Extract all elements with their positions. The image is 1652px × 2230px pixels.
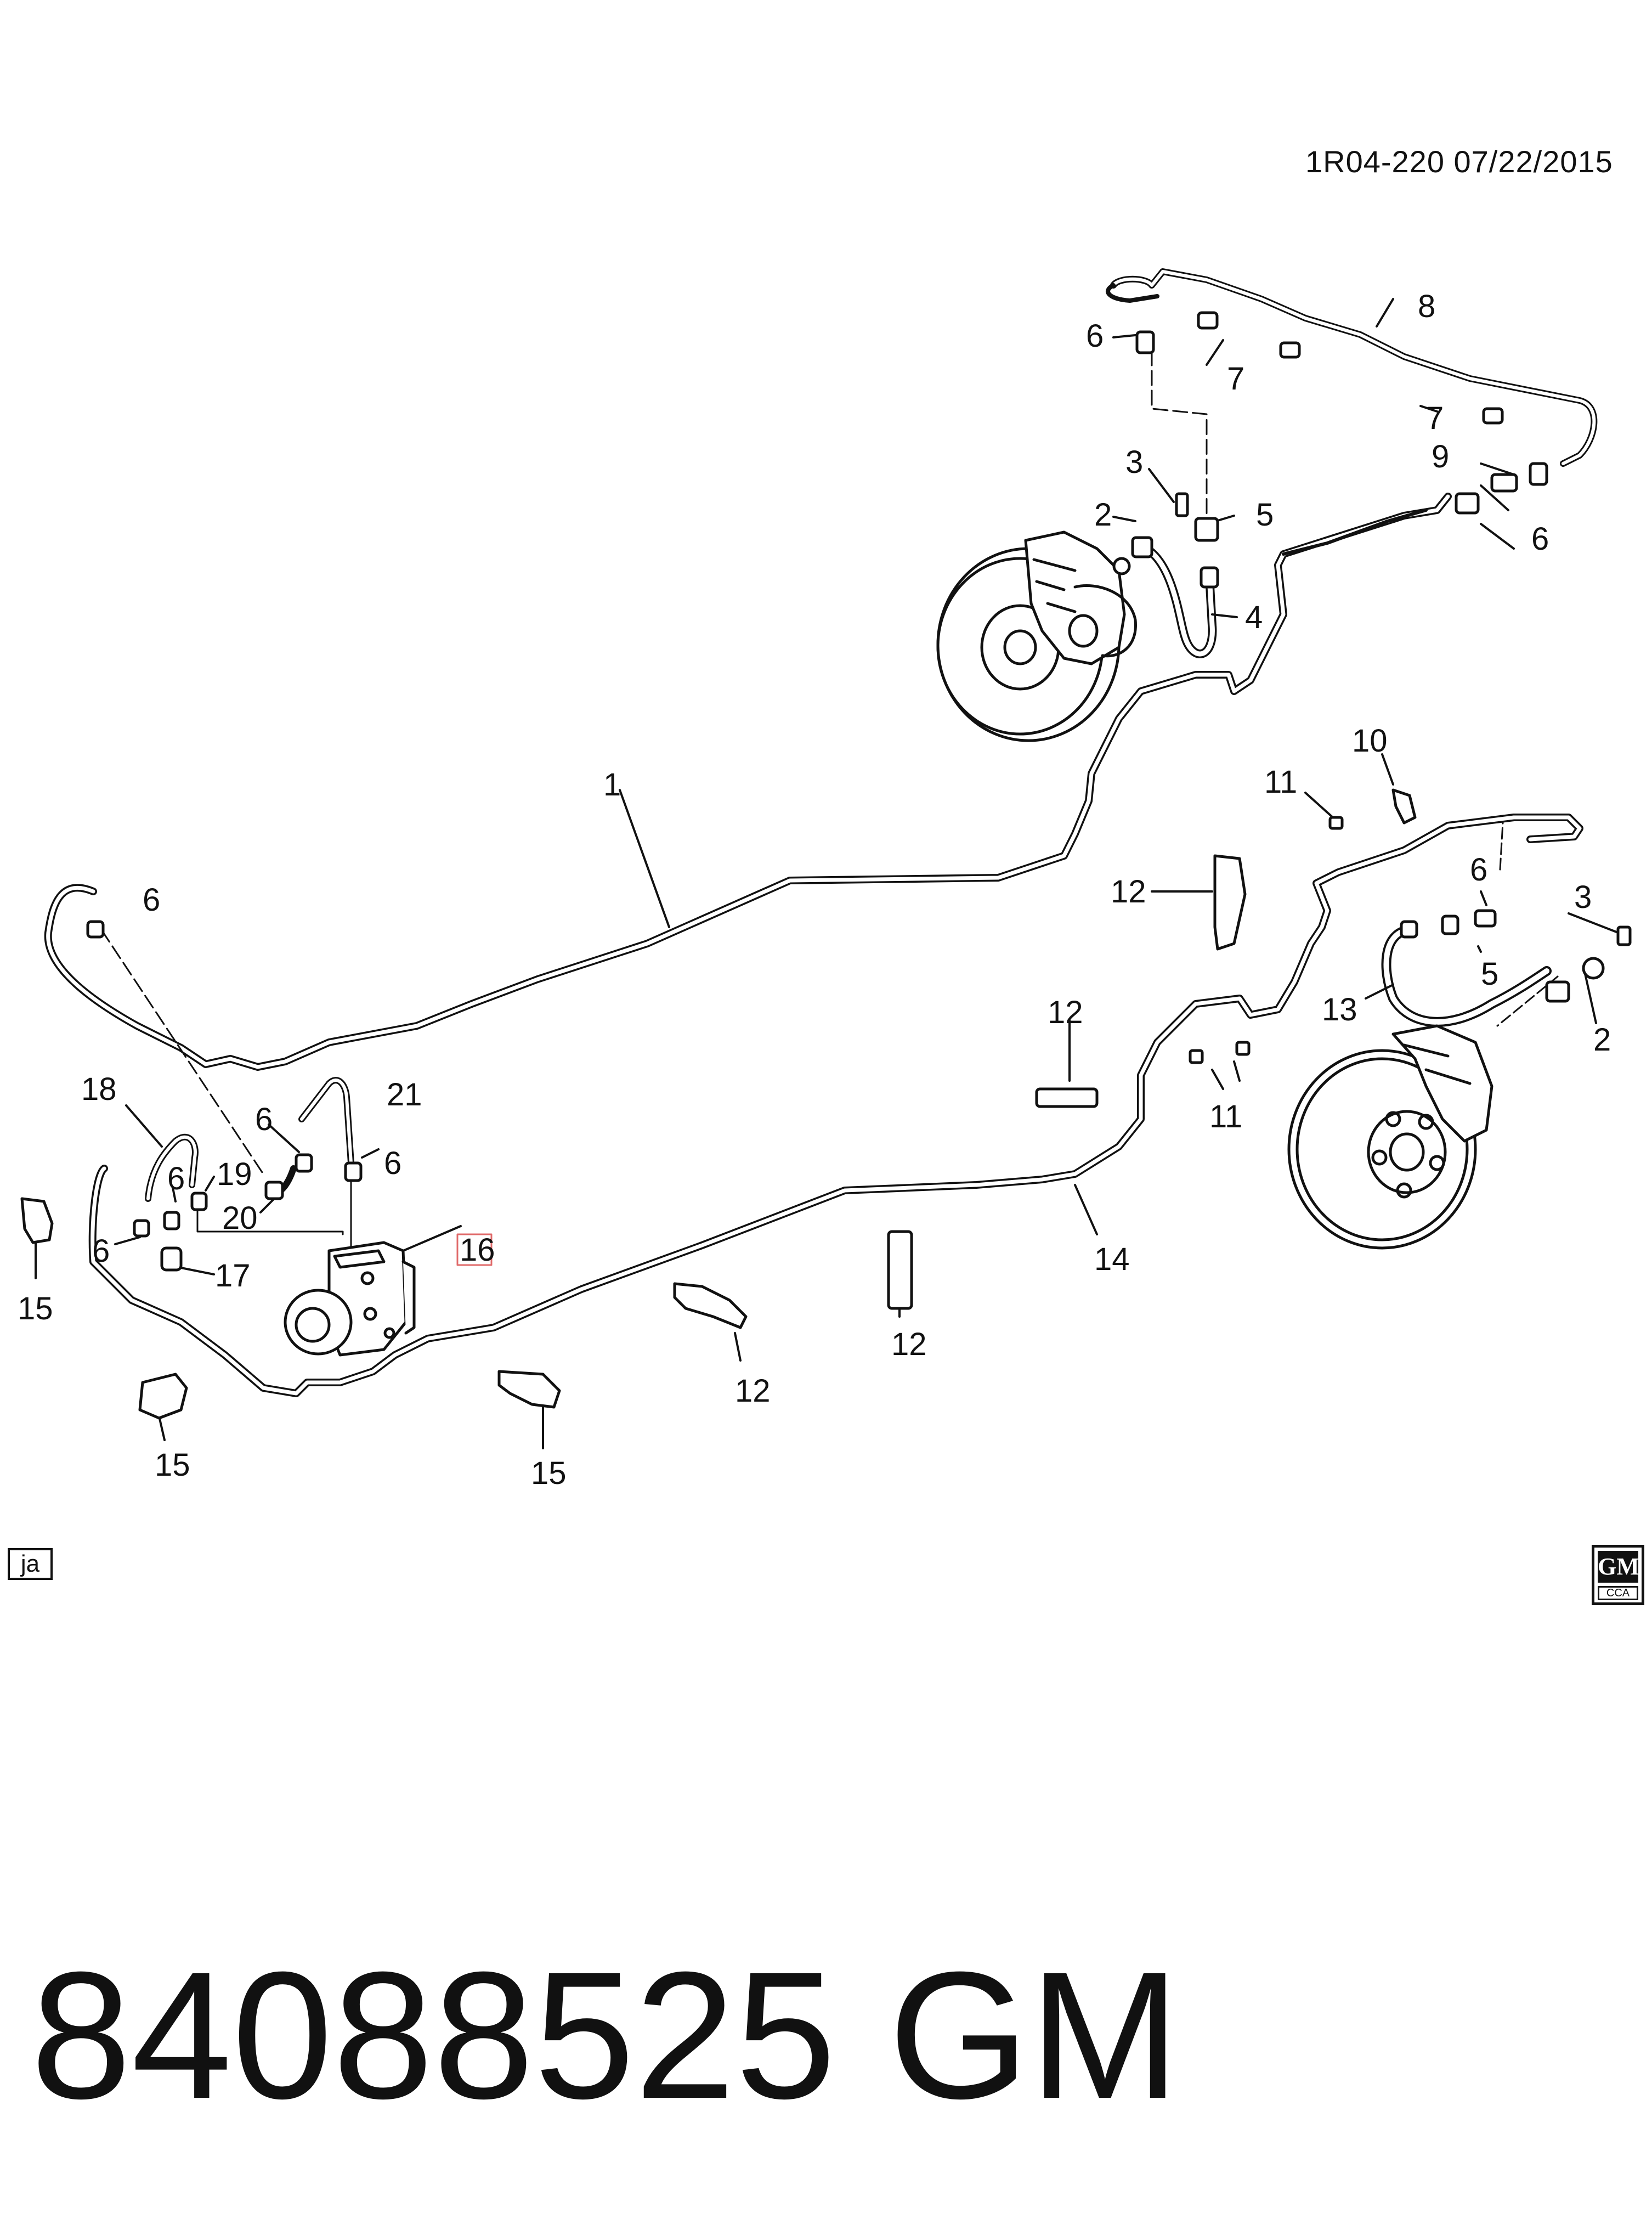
brake-pipe-rear-main: [44, 493, 1452, 1071]
front-brake-assembly: [1287, 1024, 1493, 1250]
callout-11: 11: [1264, 764, 1297, 800]
callout-12: 12: [1048, 995, 1083, 1030]
brake-pipe-21: [298, 1077, 354, 1166]
callout-20: 20: [222, 1200, 258, 1236]
callout-19: 19: [217, 1156, 252, 1192]
callout-8: 8: [1418, 289, 1435, 324]
callout-6: 6: [143, 882, 160, 918]
gm-logo-subtext: CCA: [1598, 1586, 1638, 1600]
callouts: 1 8 6 7 7 9 6 3 2 5 4 10 11 12 6 3 5 13 …: [18, 289, 1611, 1491]
callout-15: 15: [18, 1291, 53, 1326]
callout-12: 12: [1111, 874, 1146, 910]
fittings: [20, 311, 1632, 1420]
part-number: 84088525: [31, 1934, 836, 2136]
callout-2: 2: [1094, 497, 1112, 533]
callout-21: 21: [387, 1077, 422, 1113]
callout-6: 6: [1470, 852, 1487, 888]
callout-6: 6: [167, 1161, 185, 1196]
callout-6: 6: [1531, 521, 1549, 557]
callout-12: 12: [735, 1373, 771, 1409]
callout-15: 15: [531, 1455, 567, 1491]
callout-12: 12: [891, 1326, 927, 1362]
callout-16: 16: [460, 1232, 495, 1268]
highlight-box: [456, 1233, 493, 1266]
callout-18: 18: [81, 1071, 117, 1107]
ja-label: ja: [8, 1548, 53, 1580]
brake-hose-front: [1381, 925, 1552, 1027]
brake-hose-rear: [1142, 509, 1428, 658]
document-reference: 1R04-220 07/22/2015: [1305, 144, 1613, 179]
brake-pipe-rear-crossover: [1106, 268, 1598, 467]
brake-pipe-front-main: [88, 814, 1583, 1397]
callout-10: 10: [1352, 723, 1388, 759]
callout-14: 14: [1094, 1241, 1130, 1277]
callout-3: 3: [1125, 444, 1143, 480]
callout-6: 6: [1086, 318, 1104, 354]
callout-7: 7: [1426, 400, 1444, 436]
callout-9: 9: [1432, 439, 1449, 475]
leader-lines: [35, 298, 1619, 1449]
callout-5: 5: [1481, 956, 1498, 992]
gm-logo-mark: GM: [1598, 1551, 1639, 1583]
callout-2: 2: [1593, 1022, 1611, 1058]
callout-7: 7: [1227, 361, 1244, 397]
connection-lines: [100, 350, 1559, 1263]
callout-6: 6: [255, 1102, 273, 1137]
abs-modulator: [284, 1241, 416, 1357]
callout-11: 11: [1209, 1099, 1242, 1134]
callout-6: 6: [384, 1145, 401, 1181]
callout-17: 17: [215, 1258, 251, 1294]
rear-brake-assembly: [936, 530, 1137, 742]
brake-pipe-18: [145, 1133, 199, 1202]
callout-4: 4: [1245, 600, 1263, 635]
callout-5: 5: [1256, 497, 1274, 533]
callout-1: 1: [603, 767, 621, 803]
callout-15: 15: [155, 1447, 190, 1483]
callout-3: 3: [1574, 879, 1592, 915]
brand-name: GM: [889, 1934, 1180, 2136]
callout-6: 6: [92, 1233, 110, 1269]
callout-13: 13: [1322, 992, 1357, 1028]
gm-cca-logo: GM CCA: [1592, 1545, 1644, 1605]
